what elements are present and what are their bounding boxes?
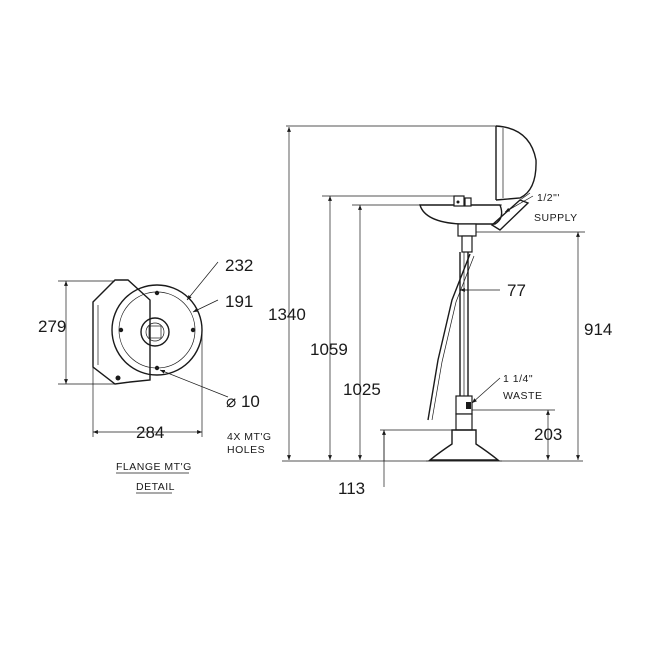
dim-203: 203 (534, 425, 562, 444)
leader-hole (159, 369, 229, 398)
waste-label-line2: WASTE (503, 390, 542, 402)
dim-279-line (58, 280, 115, 385)
valve-assembly (457, 223, 500, 253)
holes-note-line1: 4X MT'G (227, 431, 272, 443)
dim-232: 232 (225, 256, 253, 275)
dim-914: 914 (584, 320, 612, 339)
dim-113: 113 (338, 479, 365, 498)
dim-77: 77 (507, 281, 526, 300)
supply-label-line2: SUPPLY (534, 212, 578, 224)
dim-1340: 1340 (268, 305, 306, 324)
leader-waste (471, 377, 501, 404)
dim-1025-line (352, 204, 420, 460)
caption-line1: FLANGE MT'G (116, 461, 192, 473)
caption-line2: DETAIL (136, 481, 175, 493)
dim-1059: 1059 (310, 340, 348, 359)
dim-191: 191 (225, 292, 253, 311)
dim-284: 284 (136, 423, 164, 442)
flange-outline (92, 279, 203, 385)
dim-284-line (92, 330, 203, 437)
dim-203-line (472, 409, 555, 460)
side-view: 1340 1059 1025 914 77 1/2"' SUPPLY 1 1/4… (268, 125, 612, 498)
holes-note-line2: HOLES (227, 444, 265, 456)
supply-label-line1: 1/2"' (537, 192, 560, 204)
dim-113-line (380, 429, 452, 487)
leader-supply (504, 195, 534, 213)
leader-232 (186, 261, 219, 301)
waste-label-line1: 1 1/4" (503, 373, 533, 385)
leader-191 (192, 299, 219, 313)
pedestal-base (282, 429, 583, 462)
waste-fitting (455, 395, 473, 431)
dim-hole-diameter: ⌀ 10 (226, 392, 260, 411)
bowl-cover (286, 125, 537, 201)
dim-914-line (500, 231, 585, 460)
flange-detail: 232 191 ⌀ 10 279 284 4X MT'G HOLES FLANG… (38, 256, 272, 494)
dim-1059-line (322, 195, 455, 460)
dim-1025: 1025 (343, 380, 381, 399)
dim-279: 279 (38, 317, 66, 336)
bowl (419, 192, 531, 231)
